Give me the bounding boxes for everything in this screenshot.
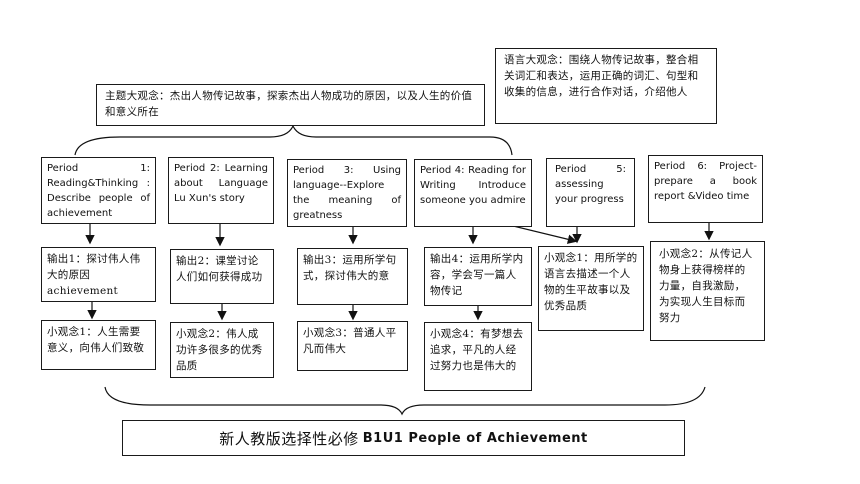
output-4-box: 输出4：运用所学内容，学会写一篇人物传记 bbox=[424, 247, 532, 306]
theme-idea-box: 主题大观念：杰出人物传记故事，探索杰出人物成功的原因，以及人生的价值和意义所在 bbox=[96, 84, 485, 126]
unit-title-en: B1U1 People of Achievement bbox=[362, 430, 588, 446]
small-idea-2-box: 小观念2：伟人成功许多很多的优秀品质 bbox=[170, 322, 274, 378]
language-idea-box: 语言大观念：围绕人物传记故事，整合相关词汇和表达，运用正确的词汇、句型和收集的信… bbox=[495, 48, 717, 124]
small-idea-3-box: 小观念3：普通人平凡而伟大 bbox=[297, 321, 408, 371]
period-6-box: Period 6: Project-prepare a book report … bbox=[648, 155, 763, 223]
period-5-text: Period 5: assessing your progress bbox=[555, 164, 626, 205]
output-1-box: 输出1：探讨伟人伟大的原因achievement bbox=[41, 247, 156, 302]
period-1-box: Period 1: Reading&Thinking : Describe pe… bbox=[41, 157, 156, 224]
language-idea-text: 语言大观念：围绕人物传记故事，整合相关词汇和表达，运用正确的词汇、句型和收集的信… bbox=[504, 54, 699, 98]
output-2-box: 输出2：课堂讨论人们如何获得成功 bbox=[170, 249, 274, 304]
period-2-box: Period 2: Learning about Language Lu Xun… bbox=[168, 157, 274, 224]
period-2-text: Period 2: Learning about Language Lu Xun… bbox=[174, 163, 268, 204]
unit-title-box: 新人教版选择性必修 B1U1 People of Achievement bbox=[122, 420, 685, 456]
unit-title-cn: 新人教版选择性必修 bbox=[219, 429, 359, 448]
bottom-brace bbox=[104, 386, 706, 416]
small-idea-3-text: 小观念3：普通人平凡而伟大 bbox=[303, 327, 397, 355]
output-4-text: 输出4：运用所学内容，学会写一篇人物传记 bbox=[430, 253, 524, 297]
period-5-box: Period 5: assessing your progress bbox=[546, 158, 635, 227]
period-4-text: Period 4: Reading for Writing Introduce … bbox=[420, 165, 526, 206]
period-3-box: Period 3: Using language--Explore the me… bbox=[287, 159, 407, 227]
small-idea-1-text: 小观念1：人生需要意义，向伟人们致敬 bbox=[47, 326, 145, 354]
output-3-box: 输出3：运用所学句式，探讨伟大的意 bbox=[297, 248, 408, 305]
output-5-box: 小观念1：用所学的语言去描述一个人物的生平故事以及优秀品质 bbox=[538, 246, 644, 331]
period-6-text: Period 6: Project-prepare a book report … bbox=[654, 161, 757, 202]
small-idea-2-text: 小观念2：伟人成功许多很多的优秀品质 bbox=[176, 328, 263, 372]
output-2-text: 输出2：课堂讨论人们如何获得成功 bbox=[176, 255, 263, 283]
period-1-text: Period 1: Reading&Thinking : Describe pe… bbox=[47, 163, 150, 219]
theme-idea-text: 主题大观念：杰出人物传记故事，探索杰出人物成功的原因，以及人生的价值和意义所在 bbox=[105, 90, 473, 118]
output-6-box: 小观念2：从传记人物身上获得榜样的力量，自我激励，为实现人生目标而努力 bbox=[650, 241, 765, 341]
small-idea-4-text: 小观念4：有梦想去追求，平凡的人经过努力也是伟大的 bbox=[430, 328, 524, 372]
output-3-text: 输出3：运用所学句式，探讨伟大的意 bbox=[303, 254, 397, 282]
small-idea-4-box: 小观念4：有梦想去追求，平凡的人经过努力也是伟大的 bbox=[424, 322, 532, 391]
period-3-text: Period 3: Using language--Explore the me… bbox=[293, 165, 401, 221]
output-1-text: 输出1：探讨伟人伟大的原因achievement bbox=[47, 253, 141, 297]
period-4-box: Period 4: Reading for Writing Introduce … bbox=[414, 159, 532, 227]
output-5-text: 小观念1：用所学的语言去描述一个人物的生平故事以及优秀品质 bbox=[544, 252, 638, 312]
small-idea-1-box: 小观念1：人生需要意义，向伟人们致敬 bbox=[41, 320, 156, 370]
output-6-text: 小观念2：从传记人物身上获得榜样的力量，自我激励，为实现人生目标而努力 bbox=[659, 248, 753, 324]
top-brace bbox=[74, 124, 513, 156]
